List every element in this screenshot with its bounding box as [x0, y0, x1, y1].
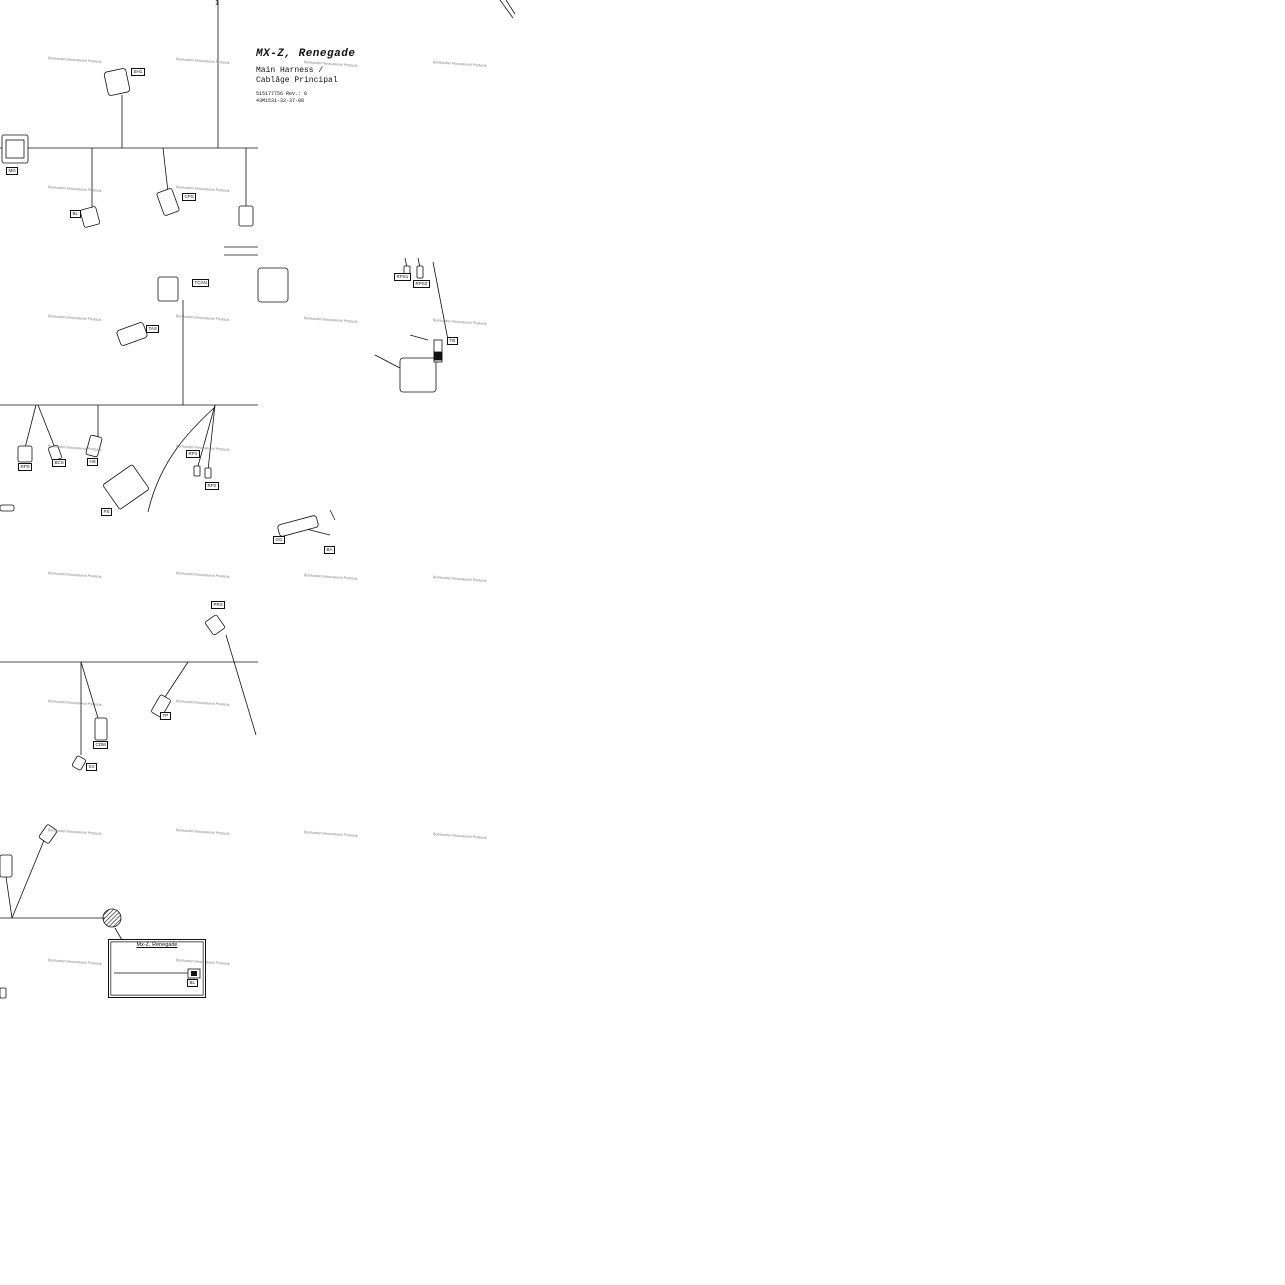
ground-point	[102, 908, 122, 928]
inset-tag-bl: BL	[187, 979, 198, 987]
tag-rp2: RP2	[205, 482, 219, 490]
tag-tcan: TCAN	[192, 279, 210, 287]
model-inset: Mx-Z, Renegade	[108, 939, 206, 998]
tag-gg: GG	[273, 536, 286, 544]
connector-bottom-left	[0, 987, 7, 999]
tag-hs: HS	[87, 458, 99, 466]
tag-rp1: RP1	[186, 450, 200, 458]
doc-code: 43M1531-32-37-08	[256, 98, 305, 104]
tag-cps: CPS	[182, 193, 197, 201]
inset-title: Mx-Z, Renegade	[136, 942, 178, 948]
tag-sh1: SH1	[131, 68, 145, 76]
connector-rps2	[416, 265, 424, 279]
tag-cdm: CDM	[93, 741, 109, 749]
connector-right-edge	[238, 205, 254, 227]
sheet-number: 1	[215, 0, 219, 7]
tag-tb: TB	[447, 337, 458, 345]
connector-cps	[156, 188, 180, 216]
connector-sh1	[103, 68, 131, 96]
tag-rps1: RPS1	[394, 273, 411, 281]
tag-prs: PRS	[211, 601, 226, 609]
connector-sv	[72, 755, 86, 771]
tag-tas: TAS	[146, 325, 160, 333]
connector-prs	[205, 614, 225, 636]
connector-mg	[1, 134, 29, 164]
tag-ba: BA	[324, 546, 336, 554]
title-block: MX-Z, Renegade Main Harness / Cablâge Pr…	[256, 48, 355, 105]
connector-bl	[79, 206, 101, 228]
connector-tp	[151, 694, 171, 718]
connector-tb	[399, 357, 437, 393]
part-number: 515177756 Rev.: 0	[256, 91, 308, 97]
connector-row4-left	[0, 854, 13, 878]
tag-mg: MG	[6, 167, 19, 175]
tag-ps: PS	[101, 508, 113, 516]
harness-name-en: Main Harness /	[256, 66, 324, 75]
ecm-connector	[257, 267, 289, 303]
tag-rps: RPS	[18, 463, 33, 471]
connector-rp1	[193, 465, 201, 477]
connector-tas	[116, 322, 148, 346]
connector-tcan	[157, 276, 179, 302]
connector-hs	[85, 434, 103, 458]
tag-rps2: RPS2	[413, 280, 430, 288]
fuse-block	[103, 464, 149, 510]
tag-sv: SV	[86, 763, 98, 771]
tag-tp: TP	[160, 712, 171, 720]
connector-row4	[38, 824, 58, 844]
connector-rp2	[204, 467, 212, 479]
sensor-gg	[277, 515, 319, 537]
connector-rps	[17, 445, 33, 463]
harness-name-fr: Cablâge Principal	[256, 76, 338, 85]
model-title: MX-Z, Renegade	[256, 48, 356, 60]
connector-cdm	[94, 717, 108, 741]
tag-bcs: BCS	[52, 459, 67, 467]
tag-bl: BL	[70, 210, 81, 218]
